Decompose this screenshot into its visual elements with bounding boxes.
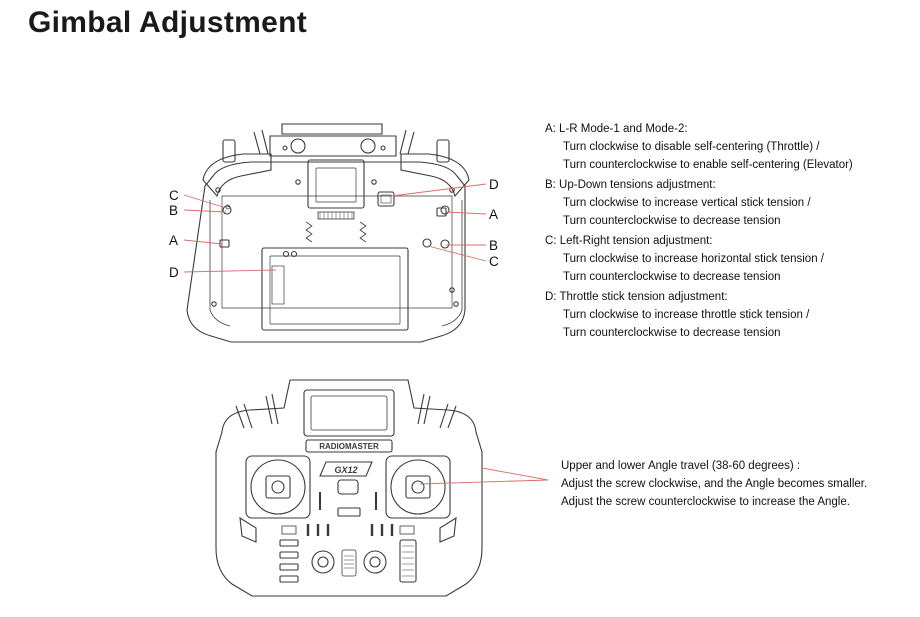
- transmitter-back-view: [186, 123, 470, 343]
- description-b: B: Up-Down tensions adjustment: Turn clo…: [545, 176, 853, 230]
- description-a-head: A: L-R Mode-1 and Mode-2:: [545, 123, 688, 135]
- callout-left-a: A: [169, 233, 178, 248]
- description-b-head: B: Up-Down tensions adjustment:: [545, 179, 716, 191]
- callout-right-b: B: [489, 238, 498, 253]
- transmitter-front-view: [215, 379, 483, 597]
- description-c: C: Left-Right tension adjustment: Turn c…: [545, 232, 853, 286]
- description-d-head: D: Throttle stick tension adjustment:: [545, 291, 728, 303]
- description-d-line-1: Turn clockwise to increase throttle stic…: [563, 309, 810, 321]
- description-a: A: L-R Mode-1 and Mode-2: Turn clockwise…: [545, 120, 853, 174]
- back-view-callouts: C B A D D A B C: [169, 177, 499, 280]
- callout-right-d: D: [489, 177, 499, 192]
- description-c-line-2: Turn counterclockwise to decrease tensio…: [563, 271, 781, 283]
- callout-right-c: C: [489, 254, 499, 269]
- tension-descriptions: A: L-R Mode-1 and Mode-2: Turn clockwise…: [545, 120, 853, 344]
- description-d: D: Throttle stick tension adjustment: Tu…: [545, 288, 853, 342]
- angle-note-line-1: Upper and lower Angle travel (38-60 degr…: [561, 460, 801, 472]
- description-a-line-2: Turn counterclockwise to enable self-cen…: [563, 159, 853, 171]
- description-c-line-1: Turn clockwise to increase horizontal st…: [563, 253, 824, 265]
- description-a-line-1: Turn clockwise to disable self-centering…: [563, 141, 820, 153]
- description-d-line-2: Turn counterclockwise to decrease tensio…: [563, 327, 781, 339]
- model-logo: GX12: [334, 465, 357, 475]
- page-title: Gimbal Adjustment: [28, 6, 308, 39]
- callout-left-b: B: [169, 203, 178, 218]
- angle-note-line-3: Adjust the screw counterclockwise to inc…: [561, 496, 850, 508]
- callout-left-d: D: [169, 265, 179, 280]
- brand-logo: RADIOMASTER: [319, 442, 379, 451]
- description-b-line-2: Turn counterclockwise to decrease tensio…: [563, 215, 781, 227]
- description-c-head: C: Left-Right tension adjustment:: [545, 235, 713, 247]
- angle-travel-note: Upper and lower Angle travel (38-60 degr…: [561, 457, 867, 511]
- callout-right-a: A: [489, 207, 498, 222]
- angle-leader-lines: [419, 467, 549, 485]
- callout-left-c: C: [169, 188, 179, 203]
- angle-note-line-2: Adjust the screw clockwise, and the Angl…: [561, 478, 868, 490]
- description-b-line-1: Turn clockwise to increase vertical stic…: [563, 197, 811, 209]
- back-view-leader-lines: [183, 183, 487, 273]
